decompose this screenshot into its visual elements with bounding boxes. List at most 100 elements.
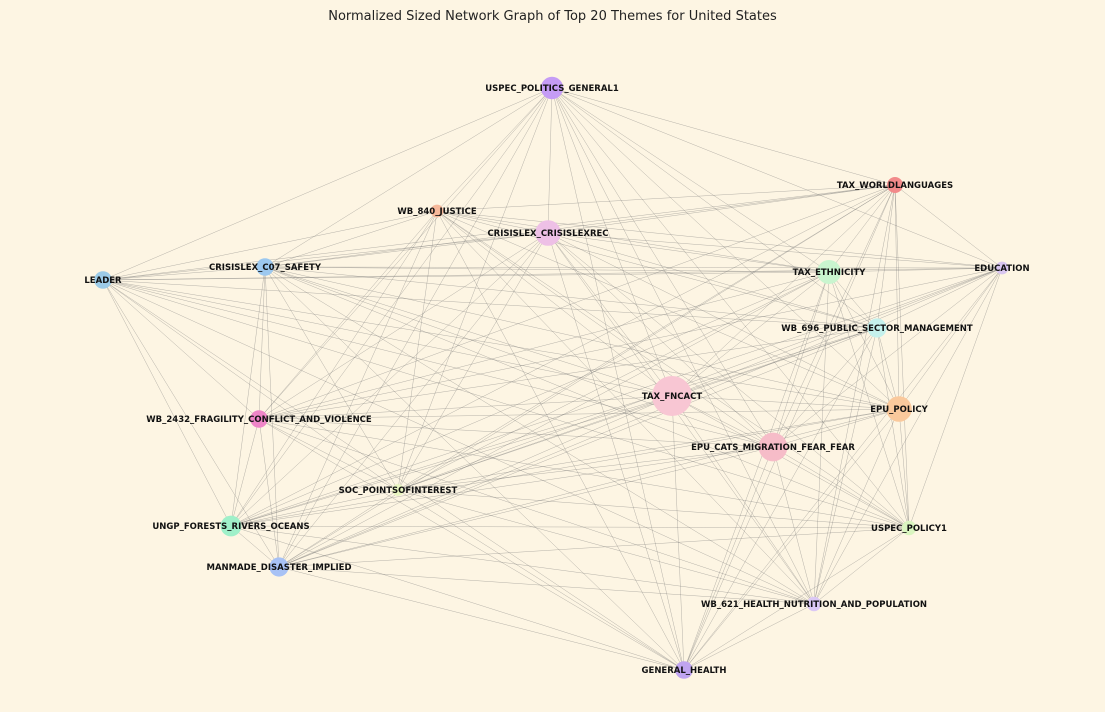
edge-wb-840-justice--wb-621-health-nutrition-and-population (436, 210, 815, 605)
edge-wb-2432-fragility-conflict-and-violence--general-health (258, 418, 685, 671)
edge-epu-policy--manmade-disaster-implied (278, 408, 900, 568)
edge-education--soc-pointsofinterest (397, 267, 1003, 491)
edge-wb-2432-fragility-conflict-and-violence--manmade-disaster-implied (258, 418, 280, 568)
node-uspec-policy1[interactable] (901, 520, 917, 536)
edges-layer (102, 87, 1003, 671)
node-leader[interactable] (94, 271, 112, 289)
edge-tax-worldlanguages--crisislex-c07-safety (264, 184, 896, 268)
edge-leader--wb-696-public-sector-management (102, 279, 878, 329)
edge-tax-worldlanguages--crisislex-crisislexrec (547, 184, 896, 234)
edge-uspec-politics-general1--uspec-policy1 (551, 87, 910, 529)
edge-uspec-politics-general1--wb-696-public-sector-management (551, 87, 878, 329)
edge-crisislex-c07-safety--tax-fncact (264, 266, 673, 397)
edge-crisislex-crisislexrec--uspec-policy1 (547, 232, 910, 529)
edge-crisislex-crisislexrec--tax-ethnicity (547, 232, 830, 273)
edge-uspec-politics-general1--crisislex-c07-safety (264, 87, 553, 268)
node-wb-2432-fragility-conflict-and-violence[interactable] (250, 410, 268, 428)
edge-soc-pointsofinterest--manmade-disaster-implied (278, 489, 399, 568)
edge-tax-fncact--epu-policy (671, 395, 900, 410)
edge-epu-cats-migration-fear-fear--wb-621-health-nutrition-and-population (772, 446, 815, 605)
node-uspec-politics-general1[interactable] (540, 76, 564, 100)
node-tax-ethnicity[interactable] (817, 260, 841, 284)
edge-soc-pointsofinterest--wb-621-health-nutrition-and-population (397, 489, 815, 605)
edge-crisislex-crisislexrec--ungp-forests-rivers-oceans (230, 232, 549, 527)
edge-tax-ethnicity--ungp-forests-rivers-oceans (230, 271, 830, 527)
edge-leader--ungp-forests-rivers-oceans (102, 279, 232, 527)
edge-uspec-policy1--wb-621-health-nutrition-and-population (813, 527, 910, 605)
edge-wb-840-justice--uspec-policy1 (436, 210, 910, 529)
node-wb-696-public-sector-management[interactable] (867, 318, 887, 338)
node-label-general-health: GENERAL_HEALTH (642, 666, 727, 676)
edge-leader--uspec-policy1 (102, 279, 910, 529)
node-wb-621-health-nutrition-and-population[interactable] (806, 596, 822, 612)
edge-education--uspec-policy1 (908, 267, 1003, 529)
edge-leader--epu-cats-migration-fear-fear (102, 279, 774, 448)
edge-uspec-policy1--general-health (683, 527, 910, 671)
node-label-uspec-politics-general1: USPEC_POLITICS_GENERAL1 (485, 84, 619, 94)
edge-wb-840-justice--leader (102, 210, 438, 281)
edge-wb-840-justice--epu-policy (436, 210, 900, 410)
graph-title: Normalized Sized Network Graph of Top 20… (328, 9, 777, 24)
edge-tax-fncact--wb-2432-fragility-conflict-and-violence (258, 395, 673, 420)
edge-epu-cats-migration-fear-fear--general-health (683, 446, 774, 671)
node-crisislex-crisislexrec[interactable] (535, 220, 561, 246)
node-ungp-forests-rivers-oceans[interactable] (220, 515, 242, 537)
node-tax-worldlanguages[interactable] (887, 177, 903, 193)
node-education[interactable] (995, 261, 1009, 275)
edge-education--epu-policy (898, 267, 1003, 410)
edge-education--ungp-forests-rivers-oceans (230, 267, 1003, 527)
edge-wb-696-public-sector-management--manmade-disaster-implied (278, 327, 878, 568)
edge-uspec-politics-general1--manmade-disaster-implied (278, 87, 553, 568)
edge-ungp-forests-rivers-oceans--wb-621-health-nutrition-and-population (230, 525, 815, 605)
node-label-crisislex-crisislexrec: CRISISLEX_CRISISLEXREC (487, 229, 608, 239)
edge-education--epu-cats-migration-fear-fear (772, 267, 1003, 448)
edge-tax-fncact--uspec-policy1 (671, 395, 910, 529)
node-manmade-disaster-implied[interactable] (269, 557, 289, 577)
node-wb-840-justice[interactable] (430, 204, 444, 218)
edge-crisislex-c07-safety--tax-ethnicity (264, 266, 830, 273)
node-label-tax-worldlanguages: TAX_WORLDLANGUAGES (837, 181, 953, 191)
edge-epu-policy--ungp-forests-rivers-oceans (230, 408, 900, 527)
node-general-health[interactable] (675, 661, 693, 679)
node-label-wb-840-justice: WB_840_JUSTICE (397, 207, 476, 217)
edge-uspec-politics-general1--crisislex-crisislexrec (547, 87, 553, 234)
edge-leader--education (102, 267, 1003, 281)
edge-manmade-disaster-implied--general-health (278, 566, 685, 671)
edge-crisislex-crisislexrec--wb-621-health-nutrition-and-population (547, 232, 815, 605)
node-label-soc-pointsofinterest: SOC_POINTSOFINTEREST (339, 486, 458, 496)
node-soc-pointsofinterest[interactable] (392, 484, 404, 496)
node-epu-policy[interactable] (886, 396, 912, 422)
edge-leader--wb-621-health-nutrition-and-population (102, 279, 815, 605)
edge-epu-cats-migration-fear-fear--manmade-disaster-implied (278, 446, 774, 568)
edge-wb-696-public-sector-management--uspec-policy1 (876, 327, 910, 529)
edge-tax-worldlanguages--leader (102, 184, 896, 281)
edge-crisislex-c07-safety--soc-pointsofinterest (264, 266, 399, 491)
edge-uspec-politics-general1--wb-840-justice (436, 87, 553, 212)
edge-uspec-politics-general1--wb-2432-fragility-conflict-and-violence (258, 87, 553, 420)
edge-tax-ethnicity--soc-pointsofinterest (397, 271, 830, 491)
edge-tax-worldlanguages--education (894, 184, 1003, 269)
edge-crisislex-crisislexrec--tax-fncact (547, 232, 673, 397)
node-epu-cats-migration-fear-fear[interactable] (758, 432, 788, 462)
edge-education--wb-621-health-nutrition-and-population (813, 267, 1003, 605)
edge-leader--tax-ethnicity (102, 271, 830, 281)
edge-uspec-politics-general1--tax-worldlanguages (551, 87, 896, 186)
node-tax-fncact[interactable] (652, 376, 692, 416)
edge-leader--tax-fncact (102, 279, 673, 397)
node-label-wb-2432-fragility-conflict-and-violence: WB_2432_FRAGILITY_CONFLICT_AND_VIOLENCE (146, 415, 372, 425)
edge-uspec-politics-general1--education (551, 87, 1003, 269)
edge-wb-696-public-sector-management--general-health (683, 327, 878, 671)
edge-uspec-politics-general1--leader (102, 87, 553, 281)
edge-crisislex-crisislexrec--epu-policy (547, 232, 900, 410)
edge-leader--manmade-disaster-implied (102, 279, 280, 568)
edge-leader--wb-2432-fragility-conflict-and-violence (102, 279, 260, 420)
edge-tax-fncact--manmade-disaster-implied (278, 395, 673, 568)
edge-tax-fncact--general-health (671, 395, 685, 671)
edge-wb-696-public-sector-management--ungp-forests-rivers-oceans (230, 327, 878, 527)
node-crisislex-c07-safety[interactable] (256, 258, 274, 276)
edge-crisislex-crisislexrec--soc-pointsofinterest (397, 232, 549, 491)
edge-tax-worldlanguages--tax-ethnicity (828, 184, 896, 273)
edge-epu-policy--wb-2432-fragility-conflict-and-violence (258, 408, 900, 420)
